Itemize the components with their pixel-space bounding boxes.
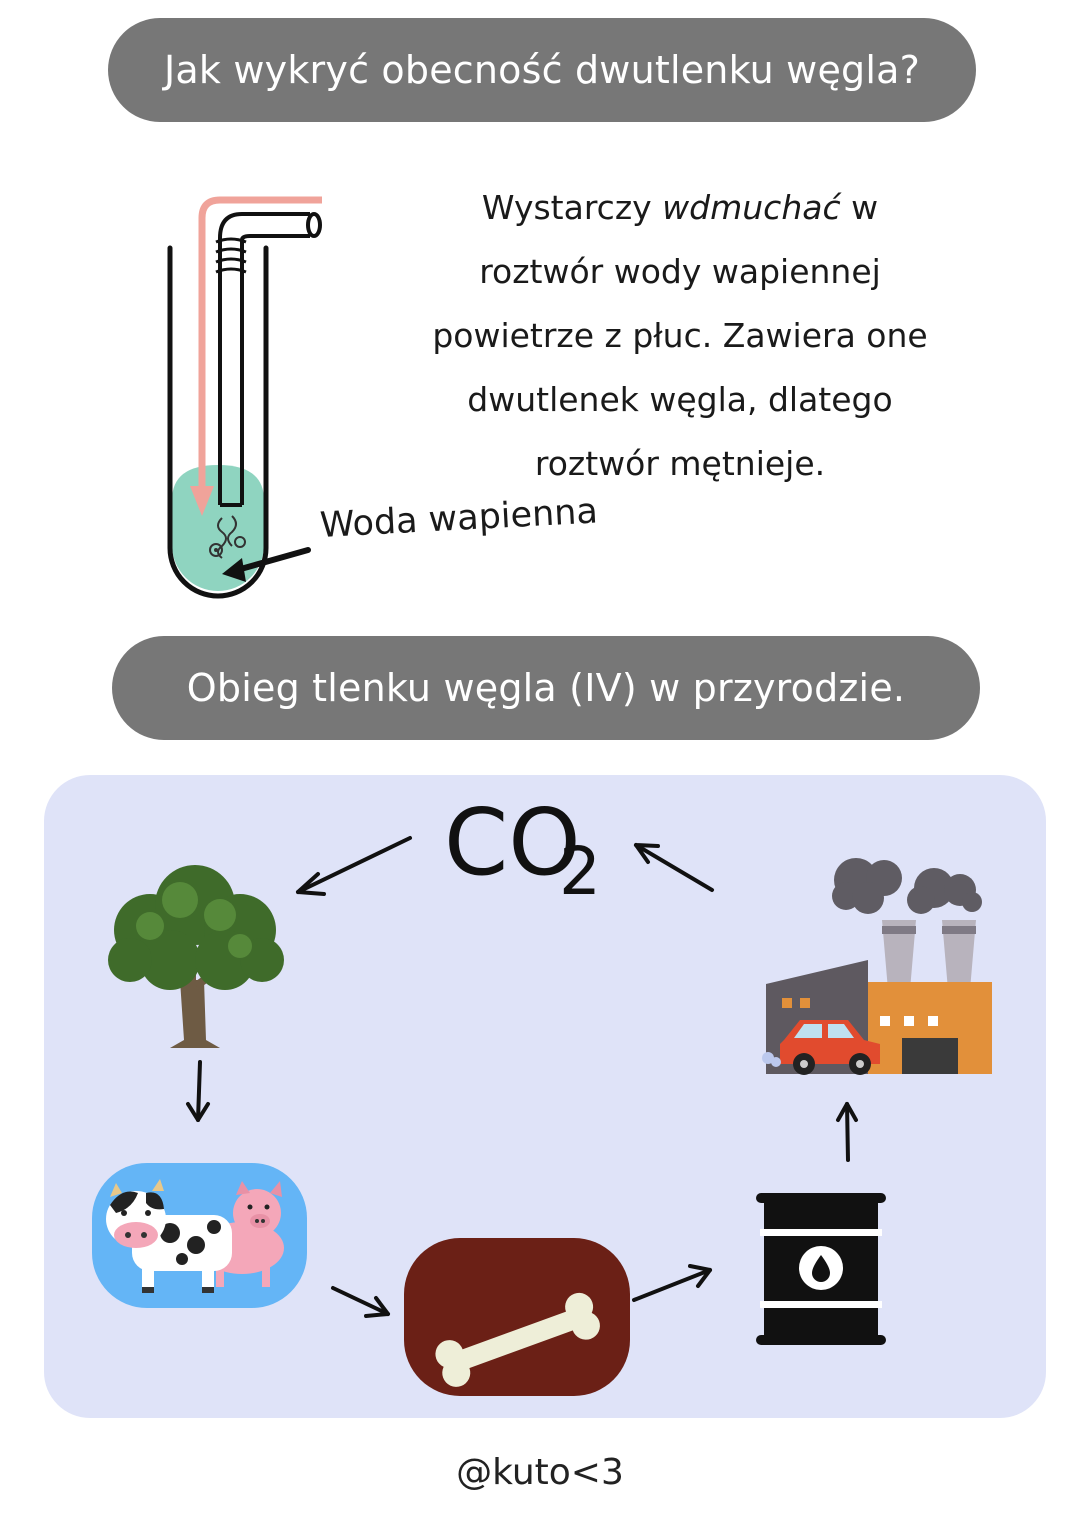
arrow-tree-to-animals bbox=[196, 1060, 202, 1122]
cow-pig-icon bbox=[92, 1163, 307, 1308]
co2-subscript: 2 bbox=[559, 833, 601, 910]
title-cycle: Obieg tlenku węgla (IV) w przyrodzie. bbox=[112, 636, 980, 740]
arrow-bone-to-barrel bbox=[632, 1268, 712, 1302]
oil-barrel-icon bbox=[756, 1193, 886, 1345]
author-credit: @kuto<3 bbox=[456, 1452, 624, 1493]
explanation-before: Wystarczy bbox=[481, 188, 663, 227]
explanation-emphasis: wdmuchać bbox=[662, 188, 841, 227]
factory-car-icon bbox=[762, 858, 992, 1075]
bone-icon bbox=[404, 1238, 630, 1396]
co2-main: CO bbox=[444, 789, 581, 896]
arrow-co2-to-tree bbox=[296, 836, 412, 894]
explanation-after: w roztwór wody wapiennej powietrze z płu… bbox=[432, 188, 928, 483]
tree-icon bbox=[108, 865, 284, 1048]
arrow-factory-to-co2 bbox=[634, 843, 714, 892]
test-tube-icon bbox=[167, 196, 322, 599]
explanation-text: Wystarczy wdmuchać w roztwór wody wapien… bbox=[430, 176, 930, 496]
arrow-barrel-to-factory bbox=[845, 1102, 850, 1162]
arrow-animals-to-bone bbox=[331, 1286, 390, 1316]
co2-label: CO 2 bbox=[444, 788, 634, 918]
title-detection: Jak wykryć obecność dwutlenku węgla? bbox=[108, 18, 976, 122]
